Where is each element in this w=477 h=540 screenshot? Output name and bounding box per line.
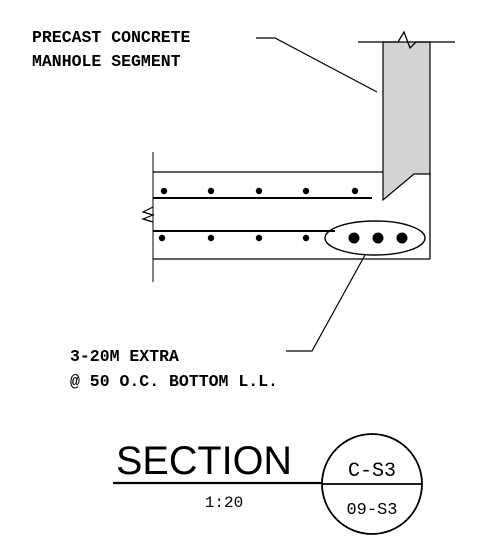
section-scale: 1:20 xyxy=(205,494,243,512)
rebar-dot xyxy=(160,187,168,195)
rebar-dot xyxy=(302,234,310,242)
wall-break-symbol xyxy=(358,30,455,50)
sheet-reference-text: 09-S3 xyxy=(346,501,397,520)
manhole-segment-wall xyxy=(382,41,431,202)
rebar-dot xyxy=(255,234,263,242)
detail-reference-text: C-S3 xyxy=(348,460,396,483)
bottom-rebar-layer xyxy=(153,230,335,242)
top-callout-leader xyxy=(256,37,378,93)
rebar-dot xyxy=(207,234,215,242)
extra-rebar-dot xyxy=(372,232,384,244)
section-title: SECTION xyxy=(116,439,292,483)
bottom-callout-line2: @ 50 O.C. BOTTOM L.L. xyxy=(70,372,278,391)
extra-rebar-ellipse xyxy=(324,220,426,256)
extra-rebar-dot xyxy=(348,232,360,244)
rebar-dot xyxy=(207,187,215,195)
rebar-dot xyxy=(302,187,310,195)
top-callout-line2: MANHOLE SEGMENT xyxy=(32,52,181,71)
extra-rebar-group xyxy=(324,220,426,256)
top-callout-line1: PRECAST CONCRETE xyxy=(32,28,191,47)
rebar-dot xyxy=(158,234,166,242)
bottom-callout-line1: 3-20M EXTRA xyxy=(70,347,179,366)
section-title-block: SECTION 1:20 C-S3 09-S3 xyxy=(113,433,423,535)
bottom-callout-leader xyxy=(286,254,366,352)
rebar-dot xyxy=(351,187,359,195)
extra-rebar-dot xyxy=(396,232,408,244)
slab-break-symbol xyxy=(141,206,155,223)
base-slab xyxy=(141,152,431,282)
rebar-dot xyxy=(255,187,263,195)
top-rebar-layer xyxy=(153,187,372,199)
